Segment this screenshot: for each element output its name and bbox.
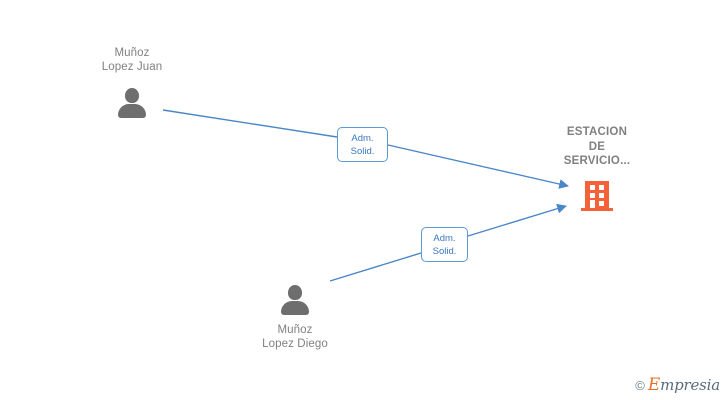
empresia-logo: Empresia xyxy=(648,377,720,394)
person-icon xyxy=(115,88,149,118)
building-icon-tower xyxy=(585,180,609,208)
building-icon-door xyxy=(590,199,595,208)
node-person-diego-label: Muñoz Lopez Diego xyxy=(262,324,328,350)
person-icon-body xyxy=(118,104,146,118)
person-icon-head xyxy=(125,88,139,103)
empresia-logo-initial: E xyxy=(647,375,661,395)
person-icon-head xyxy=(288,285,302,300)
empresia-watermark: © Empresia xyxy=(635,377,720,394)
copyright-icon: © xyxy=(635,378,645,393)
building-icon-window xyxy=(590,184,595,190)
edge-label-adm-solid-diego[interactable]: Adm. Solid. xyxy=(421,227,468,262)
building-icon-base xyxy=(581,207,613,211)
person-icon-body xyxy=(281,301,309,315)
empresia-logo-text: mpresia xyxy=(660,376,720,394)
node-company-estacion-label: ESTACION DE SERVICIO... xyxy=(563,126,631,167)
building-icon-window xyxy=(590,192,595,198)
node-person-juan[interactable]: Muñoz Lopez Juan xyxy=(72,46,192,118)
node-person-diego[interactable]: Muñoz Lopez Diego xyxy=(235,285,355,351)
node-company-estacion[interactable]: ESTACION DE SERVICIO... xyxy=(537,125,657,211)
edge-diego-segment-1 xyxy=(329,252,422,282)
node-person-juan-label: Muñoz Lopez Juan xyxy=(101,47,163,73)
building-icon-window xyxy=(599,192,604,198)
edge-label-adm-solid-juan[interactable]: Adm. Solid. xyxy=(337,127,388,162)
edge-diego-segment-2 xyxy=(467,203,567,237)
building-icon-window xyxy=(599,184,604,190)
person-icon xyxy=(278,285,312,315)
building-icon-window xyxy=(599,200,604,206)
building-icon xyxy=(581,180,613,211)
